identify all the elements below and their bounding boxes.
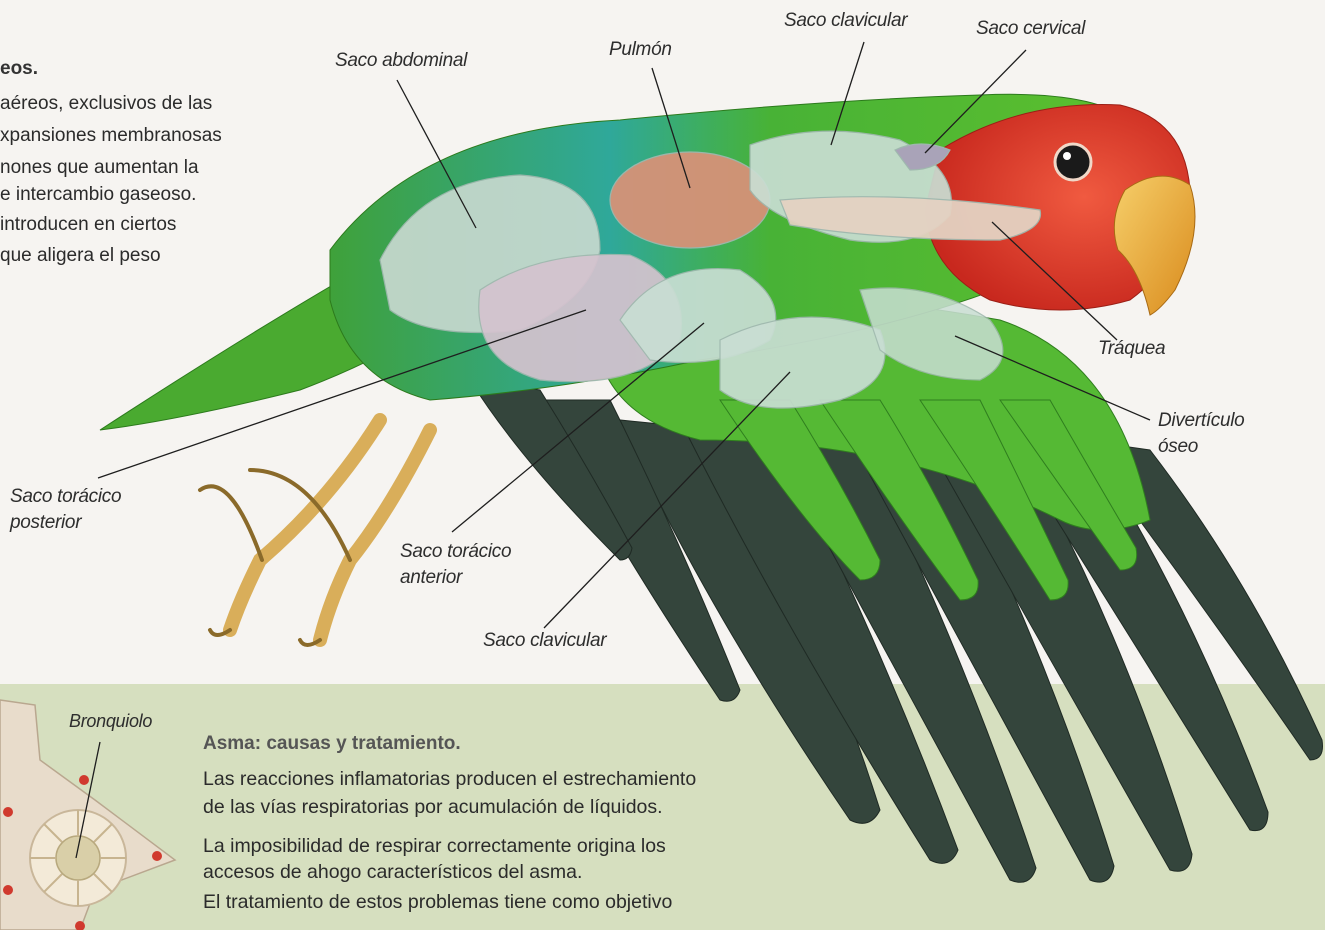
label-pulmon: Pulmón <box>609 39 672 61</box>
intro-line: que aligera el peso <box>0 245 161 267</box>
label-traquea: Tráquea <box>1098 338 1165 360</box>
label-saco-abdominal: Saco abdominal <box>335 50 467 72</box>
label-saco-toracico-posterior: Saco torácico <box>10 486 121 508</box>
asthma-line: Las reacciones inflamatorias producen el… <box>203 768 696 791</box>
label-anterior: anterior <box>400 567 462 589</box>
intro-line: xpansiones membranosas <box>0 125 222 147</box>
asthma-heading: Asma: causas y tratamiento. <box>203 733 461 755</box>
asthma-line: de las vías respiratorias por acumulació… <box>203 796 663 819</box>
label-saco-cervical: Saco cervical <box>976 18 1085 40</box>
intro-line: nones que aumentan la <box>0 157 199 179</box>
label-oseo: óseo <box>1158 436 1198 458</box>
intro-line: aéreos, exclusivos de las <box>0 93 212 115</box>
label-saco-toracico-anterior: Saco torácico <box>400 541 511 563</box>
asthma-line: La imposibilidad de respirar correctamen… <box>203 835 666 858</box>
eye-icon <box>1055 144 1091 180</box>
intro-line: e intercambio gaseoso. <box>0 184 196 206</box>
bronchiole-diagram <box>0 700 175 930</box>
intro-heading: eos. <box>0 58 38 80</box>
label-bronquiolo: Bronquiolo <box>69 711 152 732</box>
label-diverticulo: Divertículo <box>1158 410 1244 432</box>
intro-line: introducen en ciertos <box>0 214 176 236</box>
legs <box>230 420 430 640</box>
asthma-line: El tratamiento de estos problemas tiene … <box>203 891 672 914</box>
label-saco-clavicular-top: Saco clavicular <box>784 10 907 32</box>
asthma-line: accesos de ahogo característicos del asm… <box>203 861 582 884</box>
label-posterior: posterior <box>10 512 81 534</box>
label-saco-clavicular-bottom: Saco clavicular <box>483 630 606 652</box>
lung <box>610 152 770 248</box>
